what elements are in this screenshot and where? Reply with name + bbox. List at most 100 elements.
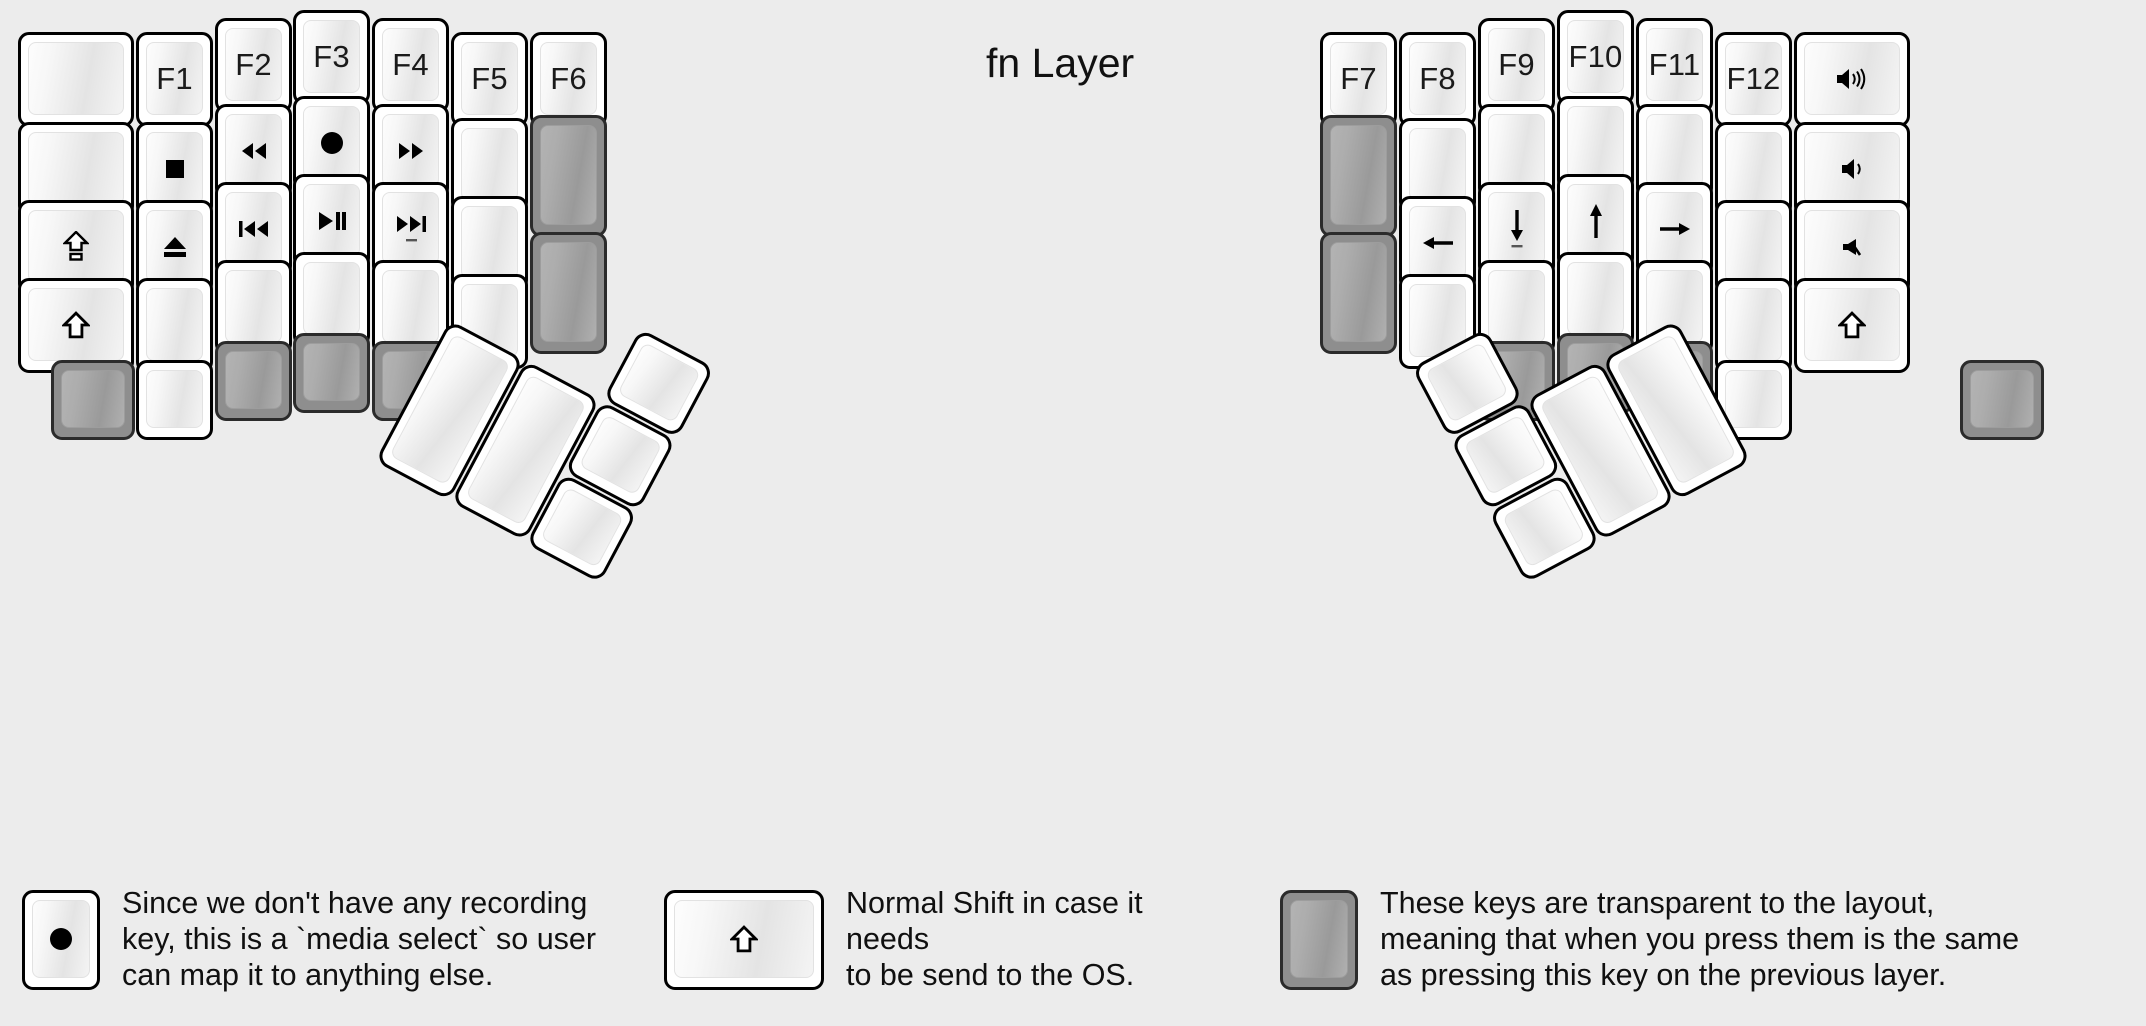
- keycap-face: [540, 125, 597, 225]
- note-transparent-keys: These keys are transparent to the layout…: [1280, 884, 2130, 996]
- page-title: fn Layer: [986, 40, 1135, 86]
- keycap-face: [1488, 270, 1545, 343]
- keycap-face: [225, 270, 282, 343]
- left-key-r1c4-f4[interactable]: F4: [372, 18, 449, 113]
- keycap-face: F5: [461, 42, 518, 115]
- keycap-face: F1: [146, 42, 203, 115]
- keycap-face: [303, 343, 360, 401]
- right-key-r2c6-volume-down[interactable]: [1794, 122, 1910, 217]
- note-swatch: [22, 890, 100, 990]
- keycap-face: F9: [1488, 28, 1545, 101]
- shift-up-arrow-icon: [1838, 310, 1866, 338]
- right-key-r1c2-f9[interactable]: F9: [1478, 18, 1555, 113]
- right-key-r1c3-f10[interactable]: F10: [1557, 10, 1634, 105]
- keycap-face: [382, 270, 439, 343]
- right-key-r4c5[interactable]: [1715, 278, 1792, 373]
- volume-mute-icon: [1843, 238, 1862, 256]
- left-key-r1c2-f2[interactable]: F2: [215, 18, 292, 113]
- keycap-face: [28, 288, 124, 361]
- arrow-right-icon: [1659, 222, 1690, 235]
- keycap-face: [1463, 414, 1548, 496]
- keycap-face: [1330, 125, 1387, 225]
- keycap-face: [1804, 42, 1900, 115]
- left-key-r1c3-f3[interactable]: F3: [293, 10, 370, 105]
- note-text: Normal Shift in case it needs to be send…: [846, 886, 1143, 992]
- left-key-r5c1[interactable]: [136, 360, 213, 440]
- keycap-face: [1501, 486, 1586, 568]
- keycap-face: [1409, 128, 1466, 201]
- keycap-face: [303, 184, 360, 257]
- right-key-r4c1[interactable]: [1399, 274, 1476, 369]
- keycap-face: [1804, 210, 1900, 283]
- left-key-r4c3[interactable]: [293, 252, 370, 347]
- key-label: F3: [313, 39, 350, 74]
- keycap-face: [617, 341, 702, 424]
- keycap-face: [1725, 132, 1782, 205]
- note-key-shift: [664, 890, 824, 990]
- arrow-up-icon: [1589, 203, 1602, 238]
- media-fast-forward-icon: [398, 142, 423, 159]
- left-key-r5c3-transparent[interactable]: [293, 333, 370, 413]
- left-key-bottom-transparent[interactable]: [51, 360, 135, 440]
- keycap-face: [303, 262, 360, 335]
- keycap-face: [1488, 192, 1545, 265]
- keycap-face: [225, 114, 282, 187]
- keycap-face: [225, 192, 282, 265]
- left-key-r4c0-shift[interactable]: [18, 278, 134, 373]
- keycap-face: [28, 210, 124, 283]
- media-stop-icon: [165, 159, 184, 178]
- left-key-r3c6-transparent[interactable]: [530, 232, 607, 354]
- right-key-r1c4-f11[interactable]: F11: [1636, 18, 1713, 113]
- media-next-track-icon: [396, 215, 426, 241]
- keycap-face: [674, 900, 814, 978]
- keycap-face: [1646, 192, 1703, 265]
- keycap-face: [146, 132, 203, 205]
- keycap-face: F4: [382, 28, 439, 101]
- right-key-r5c6-transparent[interactable]: [1960, 360, 2044, 440]
- note-record-key: Since we don't have any recording key, t…: [22, 884, 662, 996]
- right-key-r2c0-transparent[interactable]: [1320, 115, 1397, 237]
- right-key-r4c6-shift[interactable]: [1794, 278, 1910, 373]
- right-key-r1c5-f12[interactable]: F12: [1715, 32, 1792, 127]
- caps-lock-shift-icon: [63, 231, 89, 261]
- keycap-face: [1290, 900, 1348, 978]
- keycap-face: [303, 106, 360, 179]
- left-key-r1c5-f5[interactable]: F5: [451, 32, 528, 127]
- right-key-r1c6-volume-up[interactable]: [1794, 32, 1910, 127]
- keycap-face: [382, 114, 439, 187]
- keycap-face: [146, 210, 203, 283]
- keycap-face: [1409, 206, 1466, 279]
- key-label: F4: [392, 47, 429, 82]
- keycap-face: [225, 351, 282, 409]
- keycap-face: [1804, 132, 1900, 205]
- keycap-face: [1488, 114, 1545, 187]
- keycap-face: [1567, 106, 1624, 179]
- right-key-r5c5[interactable]: [1715, 360, 1792, 440]
- note-swatch: [664, 890, 824, 990]
- key-label: F2: [235, 47, 272, 82]
- keycap-face: [1424, 341, 1509, 424]
- keycap-face: [461, 206, 518, 279]
- keycap-face: F12: [1725, 42, 1782, 115]
- media-record-icon: [50, 928, 72, 950]
- left-key-r4c4[interactable]: [372, 260, 449, 355]
- left-key-r1c0[interactable]: [18, 32, 134, 127]
- keycap-face: F10: [1567, 20, 1624, 93]
- left-key-r1c6-f6[interactable]: F6: [530, 32, 607, 127]
- left-key-r2c6-transparent[interactable]: [530, 115, 607, 237]
- right-key-r1c0-f7[interactable]: F7: [1320, 32, 1397, 127]
- note-key-transparent: [1280, 890, 1358, 990]
- left-key-r4c2[interactable]: [215, 260, 292, 355]
- right-key-r1c1-f8[interactable]: F8: [1399, 32, 1476, 127]
- left-key-r4c1[interactable]: [136, 278, 213, 373]
- keycap-face: [32, 900, 90, 978]
- left-key-r1c1-f1[interactable]: F1: [136, 32, 213, 127]
- note-text: These keys are transparent to the layout…: [1380, 886, 2020, 992]
- right-key-r3c0-transparent[interactable]: [1320, 232, 1397, 354]
- keycap-face: [1567, 184, 1624, 257]
- key-label: F5: [471, 61, 508, 96]
- right-key-r4c3[interactable]: [1557, 252, 1634, 347]
- media-eject-icon: [163, 236, 186, 257]
- left-key-r5c2-transparent[interactable]: [215, 341, 292, 421]
